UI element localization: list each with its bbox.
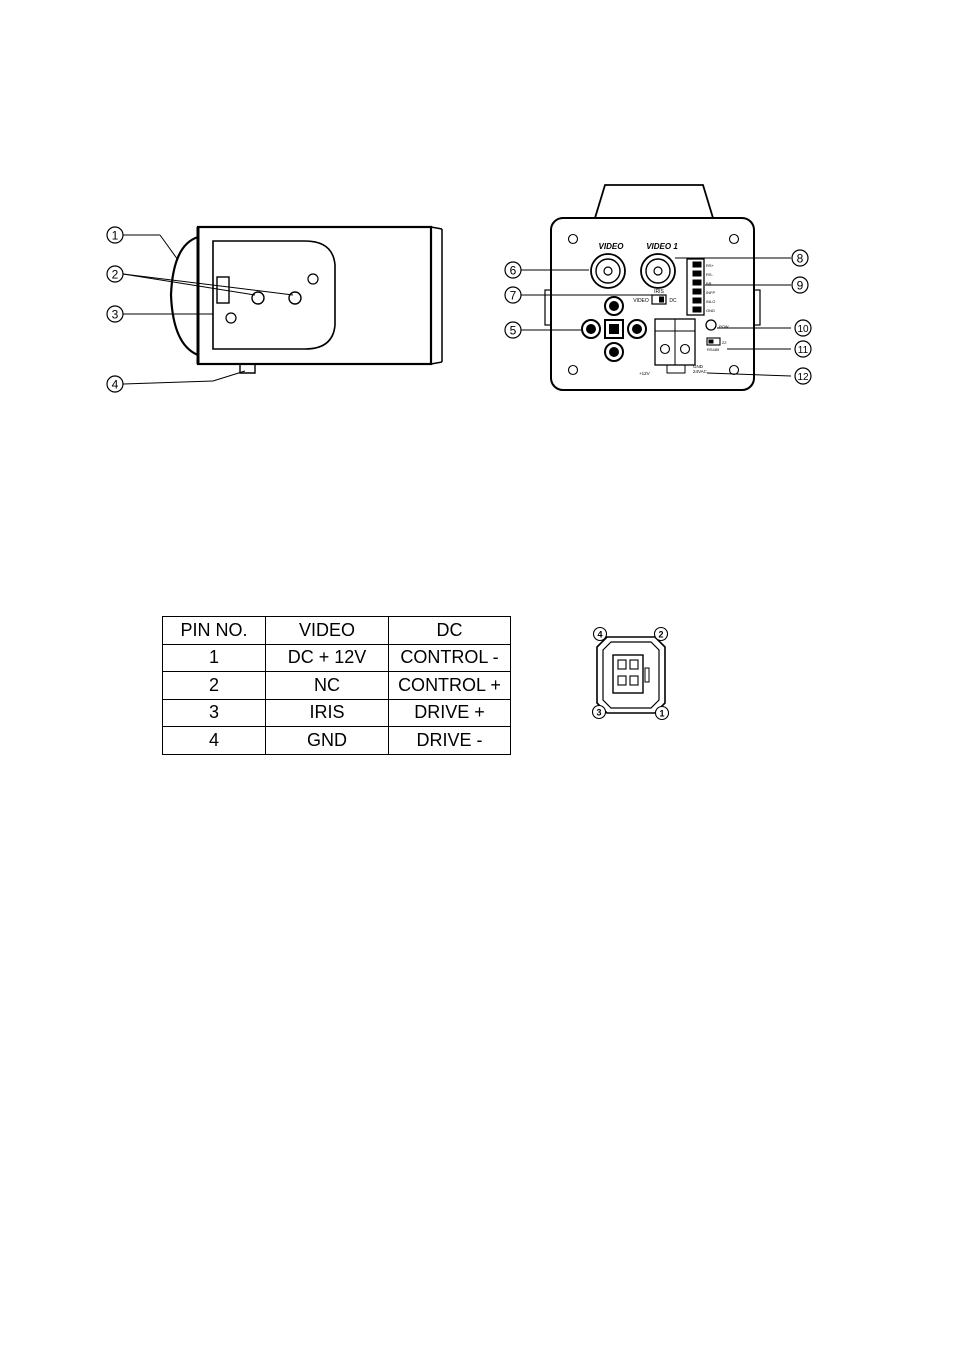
table-cell: CONTROL + (389, 672, 511, 700)
table-row: 2 NC CONTROL + (163, 672, 511, 700)
table-cell: NC (266, 672, 389, 700)
header-pin-no: PIN NO. (163, 617, 266, 645)
pin-assignment-table: PIN NO. VIDEO DC 1 DC + 12V CONTROL - 2 … (162, 616, 511, 755)
table-cell: DRIVE + (389, 699, 511, 727)
pin-callout-4-label: 4 (597, 630, 602, 640)
header-dc: DC (389, 617, 511, 645)
pin-callout-1-label: 1 (659, 709, 664, 719)
camera-rear-view: VIDEO VIDEO 1 IRIS VIDEO DC RS+ RS- BR I… (495, 175, 825, 400)
camera-side-view: 1 2 3 4 (95, 205, 455, 395)
lens-ring (171, 237, 198, 355)
iris-dc-label: DC (669, 298, 677, 304)
callout-11-label: 11 (798, 345, 809, 356)
pin-callout-3-label: 3 (596, 708, 601, 718)
table-header-row: PIN NO. VIDEO DC (163, 617, 511, 645)
callout-1-label: 1 (112, 229, 119, 243)
table-cell: DC + 12V (266, 644, 389, 672)
pin-callout-2-label: 2 (658, 630, 663, 640)
callout-4-label: 4 (112, 378, 119, 392)
connector-inner (603, 642, 659, 708)
power-12v-label: +12V (639, 371, 650, 376)
table-cell: 4 (163, 727, 266, 755)
connector-pin (630, 676, 638, 685)
connector-pin (618, 660, 626, 669)
table-cell: CONTROL - (389, 644, 511, 672)
rs485-label: RS485 (707, 347, 720, 352)
top-mount (595, 185, 713, 218)
table-row: 1 DC + 12V CONTROL - (163, 644, 511, 672)
connector-pin (630, 660, 638, 669)
iris-connector-diagram: 4 2 3 1 (585, 620, 685, 730)
table-row: 3 IRIS DRIVE + (163, 699, 511, 727)
power-24v-label: 24VAC (693, 369, 708, 374)
table-cell: 2 (163, 672, 266, 700)
terminal-label-1: RS- (706, 272, 714, 277)
table-cell: 1 (163, 644, 266, 672)
terminal-label-5: GND (706, 308, 715, 313)
callout-12-label: 12 (797, 372, 809, 383)
header-video: VIDEO (266, 617, 389, 645)
callout-8-label: 8 (797, 252, 804, 266)
video-label: VIDEO (599, 242, 625, 251)
callout-6-label: 6 (510, 264, 517, 278)
connector-outer (597, 637, 665, 713)
table-cell: 3 (163, 699, 266, 727)
terminal-label-4: INLO (706, 299, 715, 304)
terminal-label-3: INFP (706, 290, 715, 295)
callout-2-label: 2 (112, 268, 119, 282)
callout-5-label: 5 (510, 324, 517, 338)
callout-7-label: 7 (510, 289, 517, 303)
table-cell: GND (266, 727, 389, 755)
callout-10-label: 10 (797, 324, 809, 335)
table-row: 4 GND DRIVE - (163, 727, 511, 755)
callout-9-label: 9 (797, 279, 804, 293)
iris-label: IRIS (654, 289, 664, 295)
video1-label: VIDEO 1 (646, 242, 678, 251)
terminal-label-0: RS+ (706, 263, 715, 268)
table-cell: DRIVE - (389, 727, 511, 755)
iris-video-label: VIDEO (633, 298, 649, 304)
callout-3-label: 3 (112, 308, 119, 322)
terminal-22-label: 22 (722, 340, 727, 345)
connector-pin (618, 676, 626, 685)
camera-body (198, 227, 431, 364)
table-cell: IRIS (266, 699, 389, 727)
